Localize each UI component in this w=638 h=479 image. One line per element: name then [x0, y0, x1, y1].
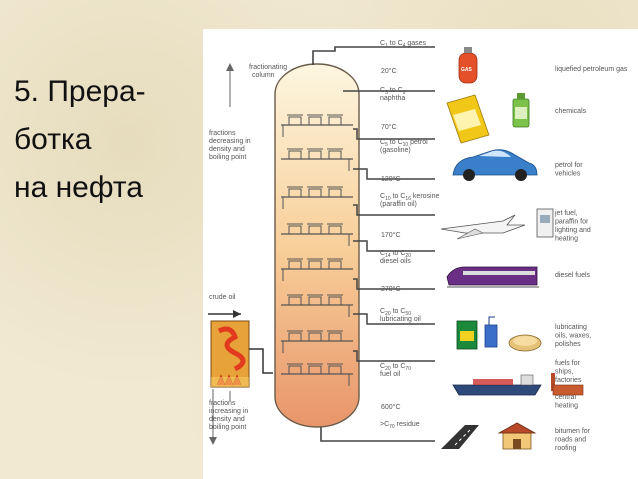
tray	[281, 186, 353, 209]
product-label: chemicals	[555, 108, 587, 115]
decreasing-label-1: fractions	[209, 130, 236, 137]
fraction-formula: C5 to C10 petrol	[380, 139, 428, 148]
fraction-temperature: 170°C	[381, 231, 401, 239]
fraction-pipe	[353, 204, 435, 216]
fractionating-column	[274, 63, 360, 428]
product-label: central	[555, 394, 576, 401]
fraction-pipes	[343, 90, 435, 362]
title-line-1: 5. Прера-	[14, 75, 146, 108]
tray	[281, 330, 353, 353]
road-icon	[441, 422, 537, 450]
product-label: diesel fuels	[555, 272, 591, 279]
product-label: fuels for	[555, 360, 581, 367]
fraction-temperature: 20°C	[381, 67, 397, 75]
increasing-label-2: increasing in	[209, 408, 248, 415]
fraction-pipe	[353, 168, 435, 180]
product-label: bitumen for	[555, 428, 591, 435]
fraction-formula: C10 to C16 kerosine	[380, 193, 439, 202]
product-label: jet fuel,	[554, 210, 578, 217]
fraction-name: lubricating oil	[380, 316, 421, 323]
fraction-temperature: 120°C	[381, 175, 401, 183]
furnace	[210, 320, 250, 388]
down-arrow-icon	[209, 437, 217, 445]
car-icon	[452, 149, 538, 181]
product-label: heating	[555, 236, 578, 243]
product-label: heating	[555, 403, 578, 410]
fractional-distillation-diagram: fractionating column fractions decreasin…	[208, 40, 628, 452]
product-label: roads and	[555, 437, 586, 444]
fraction-formula: C1 to C4 gases	[380, 40, 427, 49]
fraction-formula: C14 to C20	[380, 250, 411, 259]
fraction-temperature: 70°C	[381, 123, 397, 131]
product-label: lubricating	[555, 324, 587, 331]
jet-icon	[440, 208, 554, 240]
diagram-panel: fractionating column fractions decreasin…	[203, 29, 638, 479]
title-line-3: на нефта	[14, 171, 143, 204]
slide-title: 5. Прера- ботка на нефта	[14, 68, 204, 212]
tray	[281, 363, 353, 386]
column-label-1: fractionating	[249, 64, 287, 71]
product-label: oils, waxes,	[555, 333, 591, 340]
decreasing-label-2: decreasing in	[209, 138, 251, 145]
product-label: factories	[555, 377, 582, 384]
fraction-name: (paraffin oil)	[380, 201, 417, 208]
product-label: roofing	[555, 445, 577, 452]
up-arrow-icon	[226, 63, 234, 71]
product-label: ships,	[555, 369, 573, 376]
product-label: liquefied petroleum gas	[555, 66, 628, 73]
crude-oil-label: crude oil	[209, 294, 236, 301]
product-label: polishes	[555, 341, 581, 348]
fraction-pipe	[353, 278, 435, 290]
product-label: paraffin for	[555, 219, 589, 226]
crude-oil-arrow-icon	[233, 310, 241, 318]
tray	[281, 294, 353, 317]
increasing-label-3: density and	[209, 416, 245, 423]
lubricant-icon	[456, 316, 542, 352]
fraction-name: diesel oils	[380, 258, 411, 265]
tray	[281, 258, 353, 281]
product-icons: liquefied petroleum gas chemicals petrol f…	[440, 47, 628, 452]
tray	[281, 148, 353, 171]
product-label: lighting and	[555, 227, 591, 234]
fraction-formula: C20 to C70	[380, 363, 411, 372]
fraction-pipe	[353, 313, 435, 325]
increasing-label-4: boiling point	[209, 424, 246, 431]
tray	[281, 114, 353, 137]
fraction-pipe	[353, 350, 435, 362]
product-label: petrol for	[555, 162, 583, 169]
fraction-name: fuel oil	[380, 371, 401, 378]
gas-can-label: GAS	[461, 67, 473, 73]
train-icon	[446, 266, 539, 288]
fraction-temperature: 270°C	[381, 285, 401, 293]
fraction-name: (gasoline)	[380, 147, 411, 154]
residue-pipe	[320, 427, 435, 442]
ship-icon	[452, 373, 584, 396]
fraction-formula: C20 to C50	[380, 308, 411, 317]
fraction-temperature: 600°C	[381, 403, 401, 411]
decreasing-label-4: boiling point	[209, 154, 246, 161]
top-vapor-pipe	[312, 46, 435, 65]
chemicals-icon	[446, 93, 530, 144]
feed-pipe	[249, 348, 273, 374]
column-trays	[281, 114, 353, 386]
decreasing-label-3: density and	[209, 146, 245, 153]
product-label: vehicles	[555, 171, 581, 178]
gas-cylinder-icon: GAS	[458, 47, 478, 84]
increasing-label-1: fractions	[209, 400, 236, 407]
fraction-pipe	[353, 128, 435, 140]
fraction-pipe	[353, 240, 435, 252]
title-line-2: ботка	[14, 123, 92, 156]
tray	[281, 223, 353, 246]
fraction-name: naphtha	[380, 95, 405, 102]
column-label-2: column	[252, 72, 275, 79]
fraction-formula: C5 to C9	[380, 87, 406, 96]
fraction-formula: >C70 residue	[380, 421, 420, 430]
